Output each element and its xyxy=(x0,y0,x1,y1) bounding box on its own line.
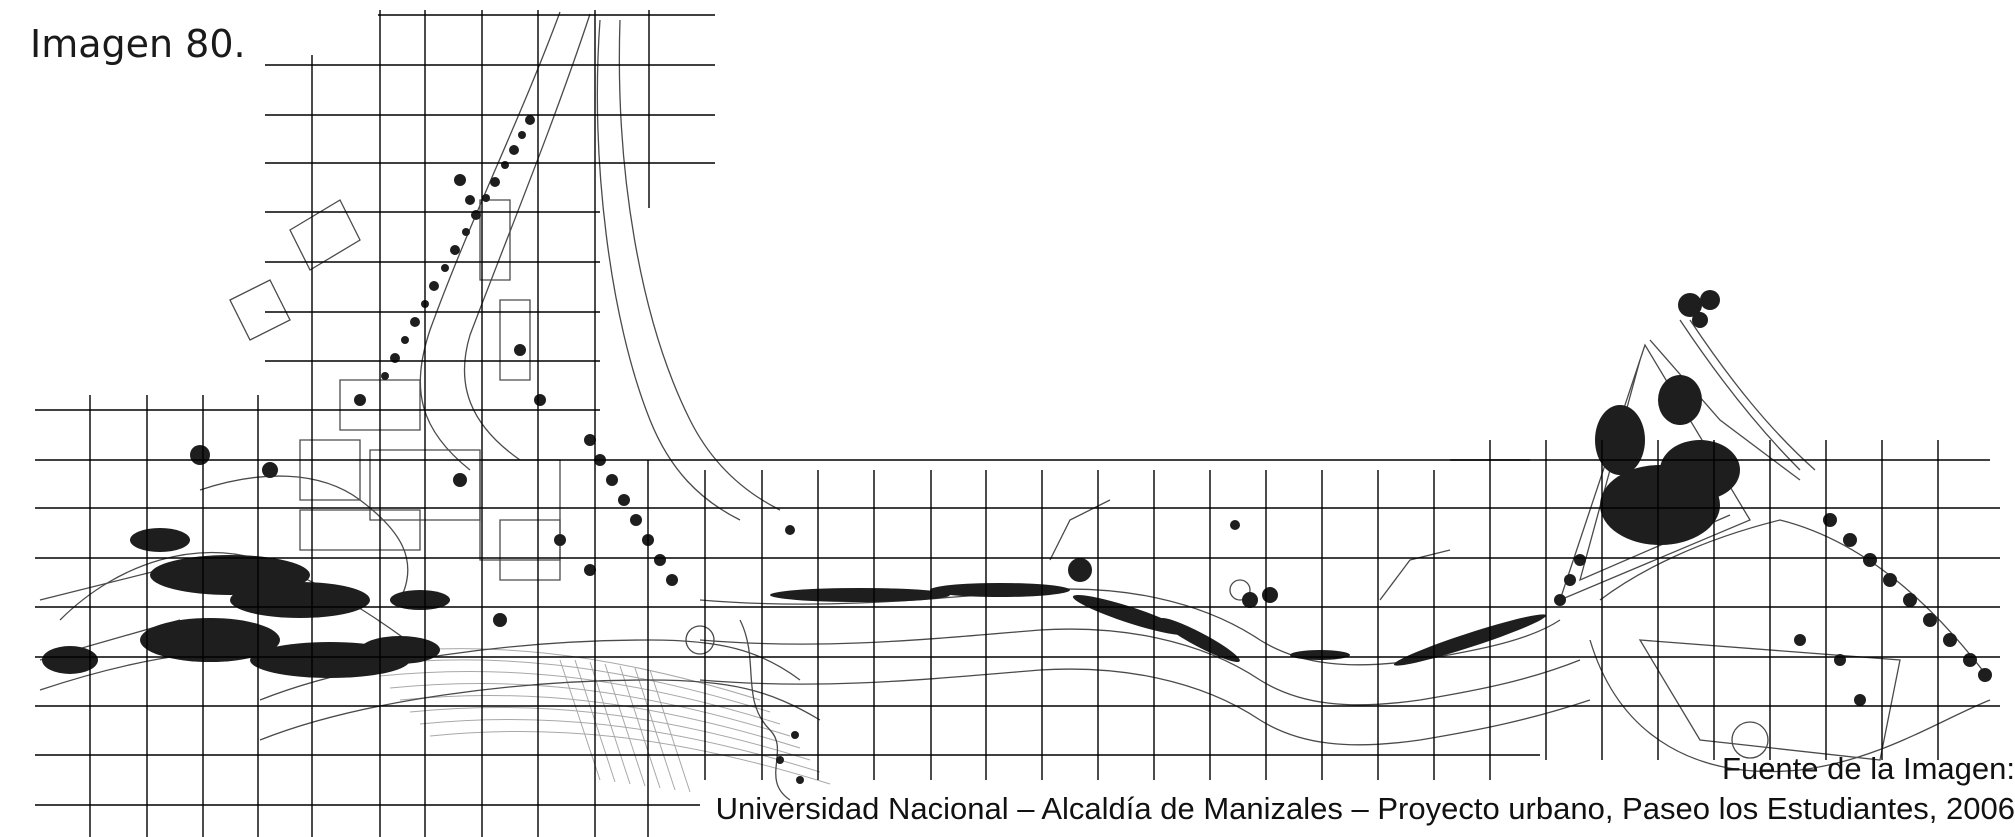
source-label: Fuente de la Imagen: xyxy=(1722,751,2015,786)
figure-title: Imagen 80. xyxy=(30,22,246,66)
reference-grid xyxy=(35,10,2000,837)
image-source-caption: Fuente de la Imagen: Universidad Naciona… xyxy=(716,749,2015,829)
vegetation xyxy=(42,115,1992,784)
source-citation: Universidad Nacional – Alcaldía de Maniz… xyxy=(715,791,2015,826)
